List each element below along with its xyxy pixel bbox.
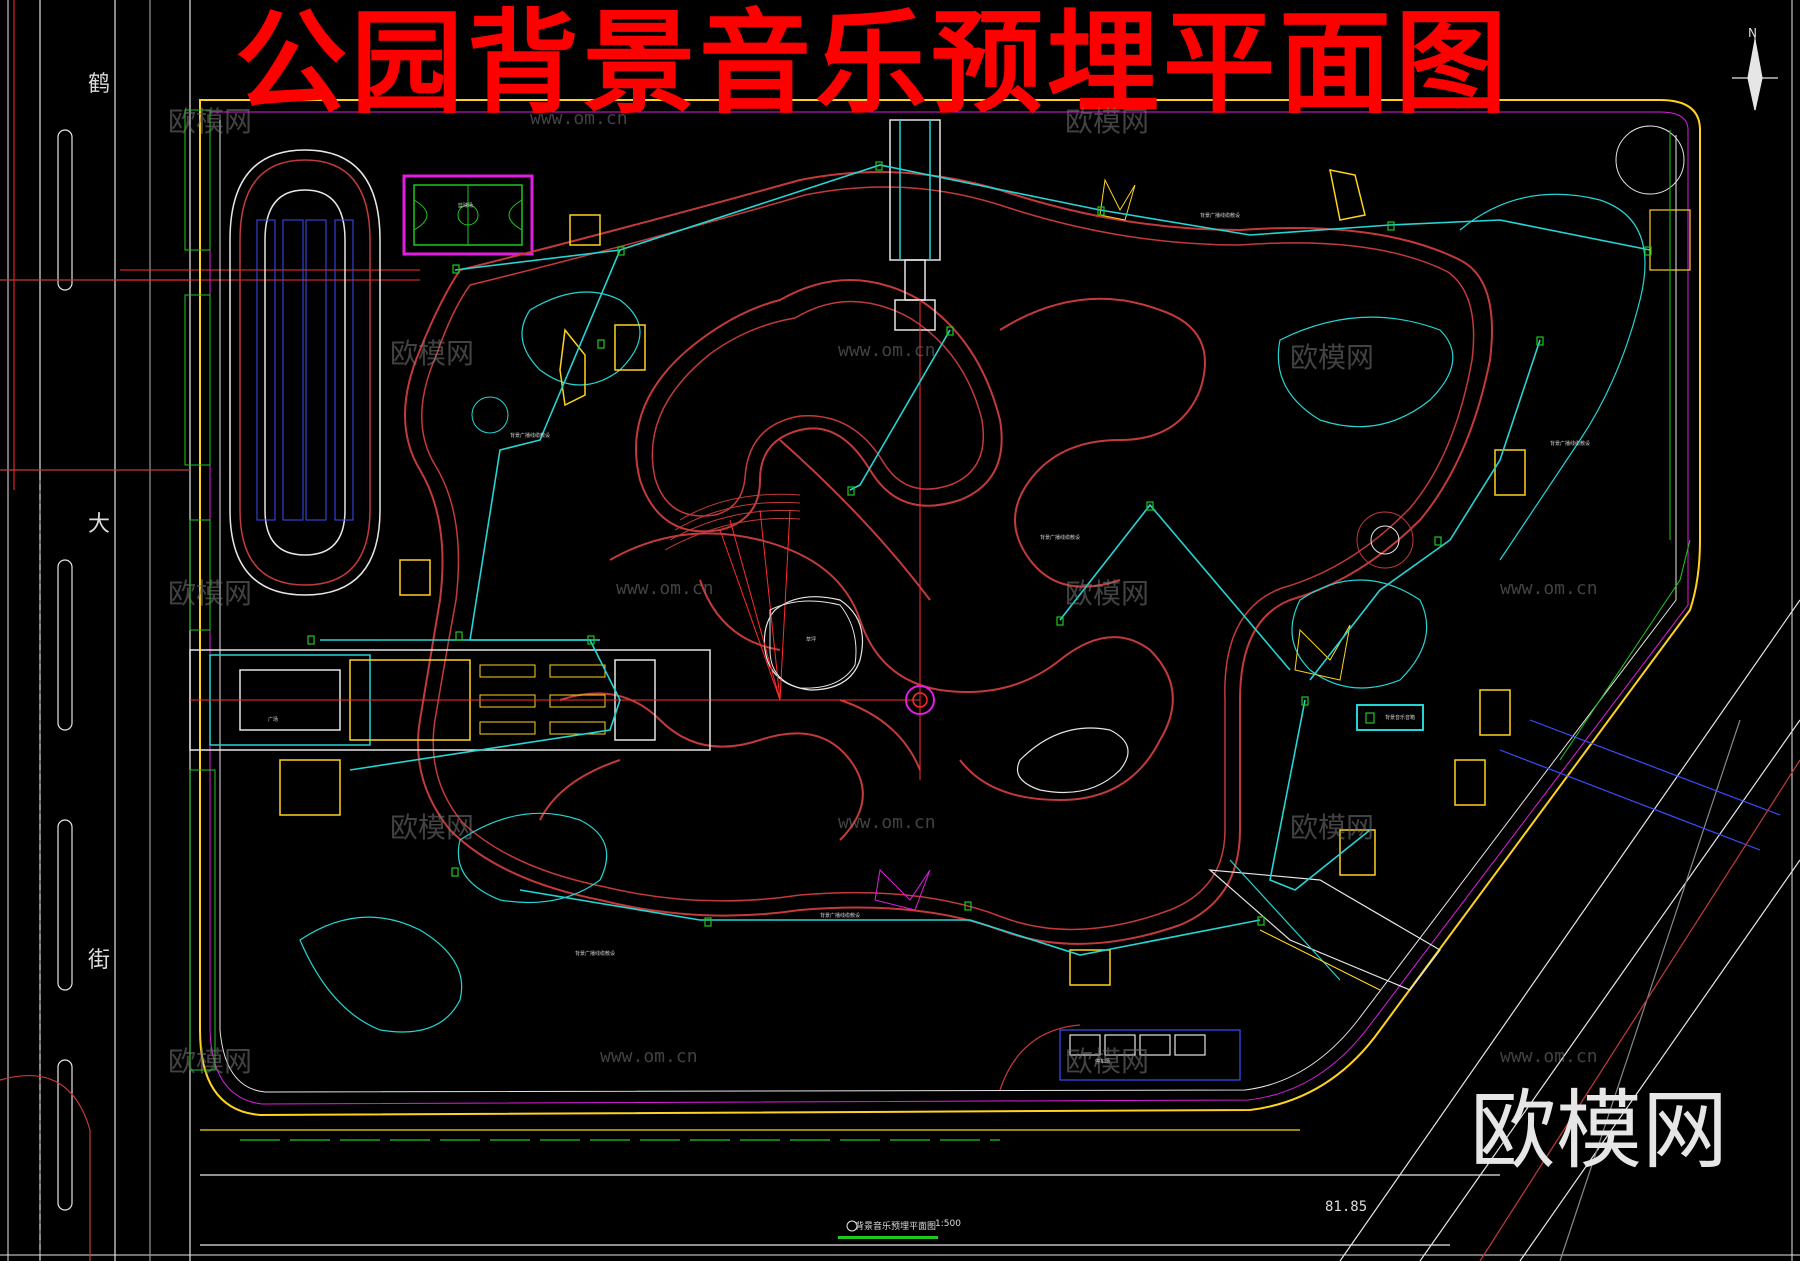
legend-label: 背景音乐音箱 xyxy=(1385,715,1416,721)
cable-label: 背景广播线缆敷设 xyxy=(820,913,861,919)
central-axis xyxy=(570,119,941,780)
west-planting xyxy=(184,109,216,1071)
lawn-label: 草坪 xyxy=(806,637,817,643)
cable-label: 背景广播线缆敷设 xyxy=(1040,535,1081,541)
parking-label: 停车场 xyxy=(1095,1059,1111,1065)
plaza-label: 广场 xyxy=(268,717,279,723)
sheet-scale: 1:500 xyxy=(935,1219,961,1229)
water-edges xyxy=(299,193,1646,1033)
south-road xyxy=(200,1129,1500,1246)
court-label: 篮球场 xyxy=(458,203,474,209)
lawn-shapes xyxy=(763,596,1129,794)
east-roads xyxy=(1339,599,1800,1261)
watermark-brand-large: 欧模网 xyxy=(1470,1081,1728,1181)
speaker-markers xyxy=(307,161,1652,927)
path-network xyxy=(404,171,1493,945)
basketball-court xyxy=(402,174,534,256)
parking-loop xyxy=(229,149,381,596)
cable-label: 背景广播线缆敷设 xyxy=(1200,213,1241,219)
street-name-char: 鹤 xyxy=(88,72,111,97)
drawing-title: 公园背景音乐预埋平面图 xyxy=(235,0,1511,129)
east-planting xyxy=(1559,130,1691,761)
street-name-char: 街 xyxy=(88,948,111,973)
street-name-char: 大 xyxy=(88,512,111,537)
elevation-label: 81.85 xyxy=(1325,1199,1368,1215)
speaker-cables xyxy=(320,164,1651,956)
pavilions xyxy=(471,125,1685,911)
sheet-caption: 背景音乐预埋平面图 xyxy=(855,1222,937,1232)
cable-label: 背景广播线缆敷设 xyxy=(510,433,551,439)
sheet-caption-line xyxy=(838,1220,938,1239)
amphitheater xyxy=(664,493,857,701)
north-arrow xyxy=(1732,35,1778,111)
west-plaza xyxy=(189,649,711,751)
park-boundary xyxy=(199,99,1701,1117)
cable-label: 背景广播线缆敷设 xyxy=(1550,441,1591,447)
cable-label: 背景广播线缆敷设 xyxy=(575,951,616,957)
buildings xyxy=(279,169,1526,986)
north-label: N xyxy=(1748,26,1757,40)
